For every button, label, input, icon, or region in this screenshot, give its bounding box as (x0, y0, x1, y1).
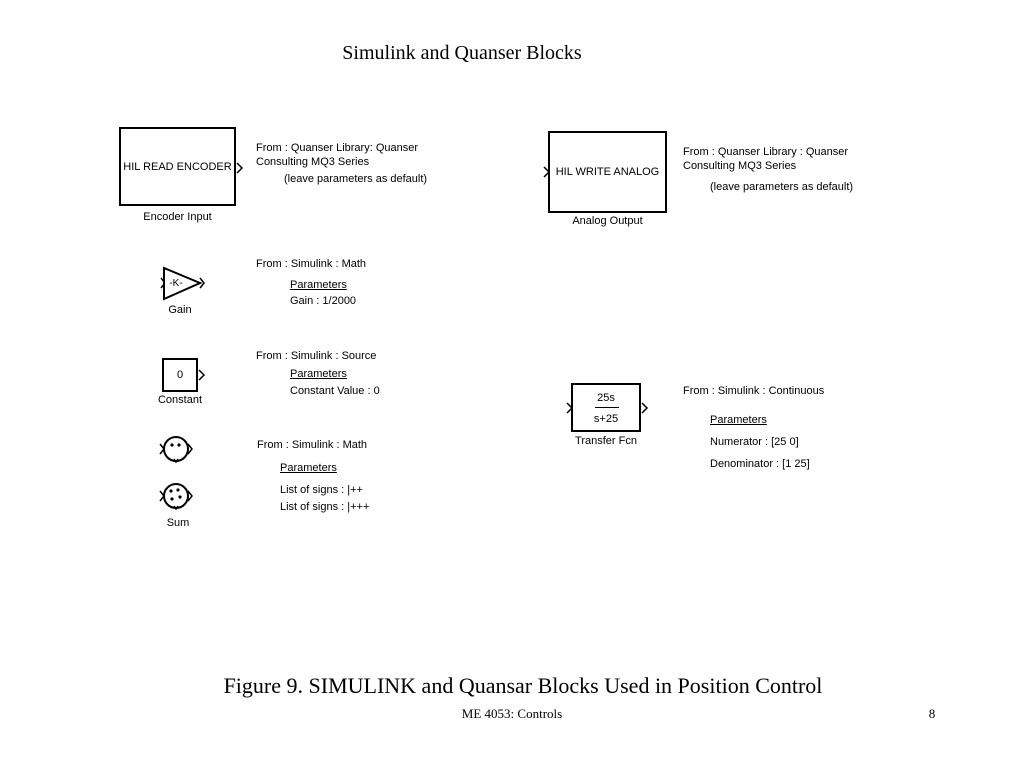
gain-block[interactable] (160, 266, 206, 302)
constant-block-text: 0 (176, 369, 184, 381)
sum-parameter-1: List of signs : |++ (280, 484, 363, 496)
gain-block-text: -K- (169, 278, 183, 289)
encoder-source-line2: Consulting MQ3 Series (256, 156, 370, 168)
transfer-parameters-heading: Parameters (710, 414, 767, 426)
transfer-output-port-icon (641, 402, 649, 414)
constant-parameter: Constant Value : 0 (290, 385, 380, 397)
constant-block-label: Constant (157, 394, 203, 406)
transfer-denominator: s+25 (593, 413, 619, 425)
analog-block[interactable]: HIL WRITE ANALOG (548, 131, 667, 213)
encoder-source: From : Quanser Library: Quanser Consulti… (256, 141, 418, 169)
encoder-block[interactable]: HIL READ ENCODER (119, 127, 236, 206)
encoder-block-label: Encoder Input (143, 211, 212, 223)
transfer-parameter-1: Numerator : [25 0] (710, 436, 799, 448)
footer-course: ME 4053: Controls (461, 706, 563, 721)
constant-output-port-icon (198, 369, 206, 381)
sum-source: From : Simulink : Math (257, 439, 368, 451)
sum-parameters-heading: Parameters (280, 462, 337, 474)
transfer-numerator: 25s (597, 392, 615, 404)
constant-source: From : Simulink : Source (256, 350, 377, 362)
sum-two-input-block[interactable] (158, 434, 196, 464)
analog-block-text: HIL WRITE ANALOG (555, 166, 660, 178)
transfer-source: From : Simulink : Continuous (683, 385, 825, 397)
slide-title: Simulink and Quanser Blocks (342, 42, 582, 64)
gain-source: From : Simulink : Math (256, 258, 367, 270)
gain-parameter: Gain : 1/2000 (290, 295, 357, 307)
transfer-fraction-bar (595, 407, 619, 408)
figure-caption: Figure 9. SIMULINK and Quansar Blocks Us… (223, 673, 823, 698)
constant-block[interactable]: 0 (162, 358, 198, 392)
page-number: 8 (928, 706, 936, 721)
analog-source: From : Quanser Library : Quanser Consult… (683, 145, 848, 173)
encoder-note: (leave parameters as default) (284, 173, 428, 185)
encoder-source-line1: From : Quanser Library: Quanser (256, 142, 419, 154)
encoder-block-text: HIL READ ENCODER (123, 160, 232, 173)
encoder-output-port-icon (236, 162, 244, 174)
transfer-block-label: Transfer Fcn (575, 435, 637, 447)
transfer-fcn-block[interactable]: 25s s+25 (571, 383, 641, 432)
analog-source-line2: Consulting MQ3 Series (683, 160, 797, 172)
transfer-parameter-2: Denominator : [1 25] (710, 458, 810, 470)
sum-output-port-icon (187, 443, 193, 455)
gain-triangle-icon (163, 266, 203, 301)
analog-note: (leave parameters as default) (710, 181, 854, 193)
gain-block-label: Gain (168, 304, 192, 316)
analog-block-label: Analog Output (572, 215, 643, 227)
gain-parameters-heading: Parameters (290, 279, 347, 291)
constant-parameters-heading: Parameters (290, 368, 347, 380)
analog-source-line1: From : Quanser Library : Quanser (683, 146, 849, 158)
sum-three-input-block[interactable] (158, 481, 196, 511)
sum-parameter-2: List of signs : |+++ (280, 501, 370, 513)
gain-output-port-icon (199, 277, 205, 289)
sum-block-label: Sum (166, 517, 190, 529)
